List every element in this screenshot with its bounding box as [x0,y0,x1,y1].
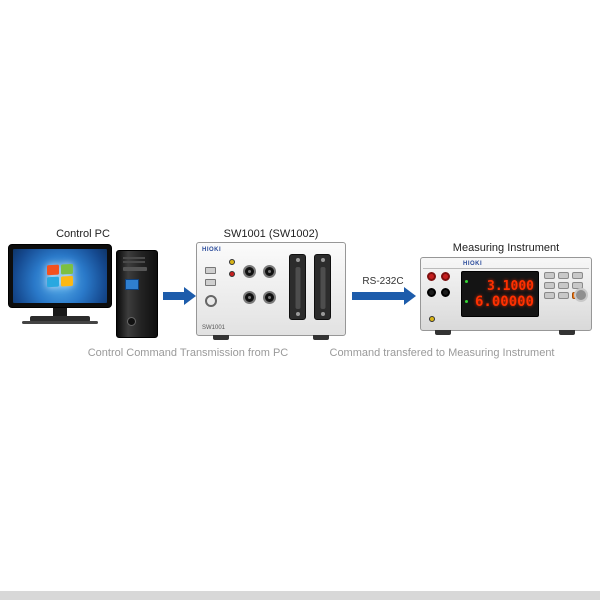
meter-button [558,292,569,299]
sw1001-bnc-connector [243,291,256,304]
windows-logo-icon [47,263,73,288]
caption-left: Control Command Transmission from PC [87,347,289,359]
rs232c-label: RS-232C [362,276,404,287]
control-pc-tower [116,250,158,338]
meter-button [544,282,555,289]
sw1001-button [205,279,216,286]
tower-vent [123,261,145,263]
meter-jack-red [427,272,436,281]
monitor-stand-base [30,316,90,322]
meter-round-connector [574,288,588,302]
meter-button [544,272,555,279]
bottom-gray-bar [0,591,600,600]
sw1001-bnc-connector [263,291,276,304]
control-pc-label: Control PC [56,228,110,240]
sw1001-jack-yellow [229,259,235,265]
meter-jack-red [441,272,450,281]
sw1001-bnc-connector [263,265,276,278]
monitor-stand-neck [53,308,67,317]
meter-warning-dot [429,316,435,322]
tower-power-button [127,317,136,326]
sw1001-label: SW1001 (SW1002) [223,228,319,240]
meter-display: 3.1000 6.00000 [461,271,539,317]
sw1001-foot [213,335,229,340]
sw1001-module-slot [289,254,306,320]
monitor-bezel [8,244,112,308]
arrow-head [184,287,196,305]
meter-panel-divider [423,268,589,269]
windows-logo-pane-yellow [61,275,73,287]
measuring-instrument-device: HIOKI 3.1000 6.00000 [420,257,592,335]
sw1001-jack-red [229,271,235,277]
meter-button [544,292,555,299]
sw1001-model-text: SW1001 [202,325,226,331]
sw1001-foot [313,335,329,340]
windows-logo-pane-green [61,263,73,275]
meter-jack-black [441,288,450,297]
sw1001-knob [205,295,217,307]
tower-led-display [125,279,139,290]
windows-logo-pane-red [47,264,59,276]
meter-jack-black [427,288,436,297]
sw1001-bnc-connector [243,265,256,278]
display-indicator-led [465,280,468,283]
meter-foot [559,330,575,335]
control-pc-monitor [8,244,112,324]
sw1001-button [205,267,216,274]
meter-display-bottom-value: 6.00000 [474,293,534,310]
meter-brand-logo: HIOKI [463,261,483,267]
module-slot-groove [320,267,325,309]
arrow-shaft [352,292,404,300]
monitor-screen [13,249,107,303]
meter-display-top-value: 3.1000 [487,278,534,294]
arrow-head [404,287,416,305]
meter-button [558,282,569,289]
monitor-stand-foot [22,321,98,324]
measuring-instrument-label: Measuring Instrument [452,242,560,254]
sw1001-brand-logo: HIOKI [202,247,222,253]
meter-foot [435,330,451,335]
arrow-shaft [163,292,184,300]
sw1001-device: HIOKI SW1001 [196,242,346,340]
caption-right: Command transfered to Measuring Instrume… [329,347,555,359]
module-slot-groove [295,267,300,309]
meter-button [572,272,583,279]
tower-drive-bay [123,267,147,271]
meter-button [558,272,569,279]
tower-vent [123,257,145,259]
windows-logo-pane-blue [47,276,59,288]
display-indicator-led [465,300,468,303]
sw1001-module-slot [314,254,331,320]
